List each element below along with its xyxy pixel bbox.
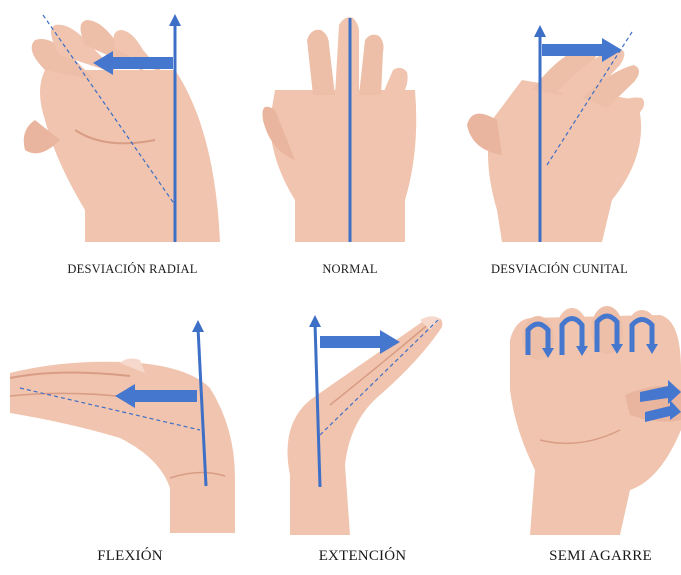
hand-extension-illustration xyxy=(270,305,455,535)
hand-radial-illustration xyxy=(15,10,230,242)
caption-extension: EXTENCIÓN xyxy=(285,548,440,565)
panel-extension xyxy=(270,305,455,535)
panel-normal xyxy=(255,10,430,242)
axis-arrowhead-icon xyxy=(309,315,321,327)
hand-normal-illustration xyxy=(255,10,430,242)
axis-arrowhead-icon xyxy=(169,14,181,26)
hand-cunital-illustration xyxy=(462,10,667,242)
caption-normal: NORMAL xyxy=(290,262,410,277)
panel-cunital-deviation xyxy=(462,10,667,242)
caption-flexion: FLEXIÓN xyxy=(60,548,200,565)
caption-cunital-deviation: DESVIACIÓN CUNITAL xyxy=(462,262,657,277)
hand-flexion-illustration xyxy=(10,318,238,533)
panel-semi-grip xyxy=(510,300,681,535)
hand-normal xyxy=(263,17,417,242)
caption-semi-grip: SEMI AGARRE xyxy=(520,548,681,565)
axis-arrowhead-icon xyxy=(534,25,546,37)
hand-radial xyxy=(24,20,220,242)
panel-flexion xyxy=(10,318,238,533)
axis-arrowhead-icon xyxy=(192,320,204,332)
hand-semi-grip-illustration xyxy=(510,300,681,535)
panel-radial-deviation xyxy=(15,10,230,242)
caption-radial-deviation: DESVIACIÓN RADIAL xyxy=(40,262,225,277)
hand-extension xyxy=(288,316,443,535)
hand-cunital xyxy=(467,45,644,242)
